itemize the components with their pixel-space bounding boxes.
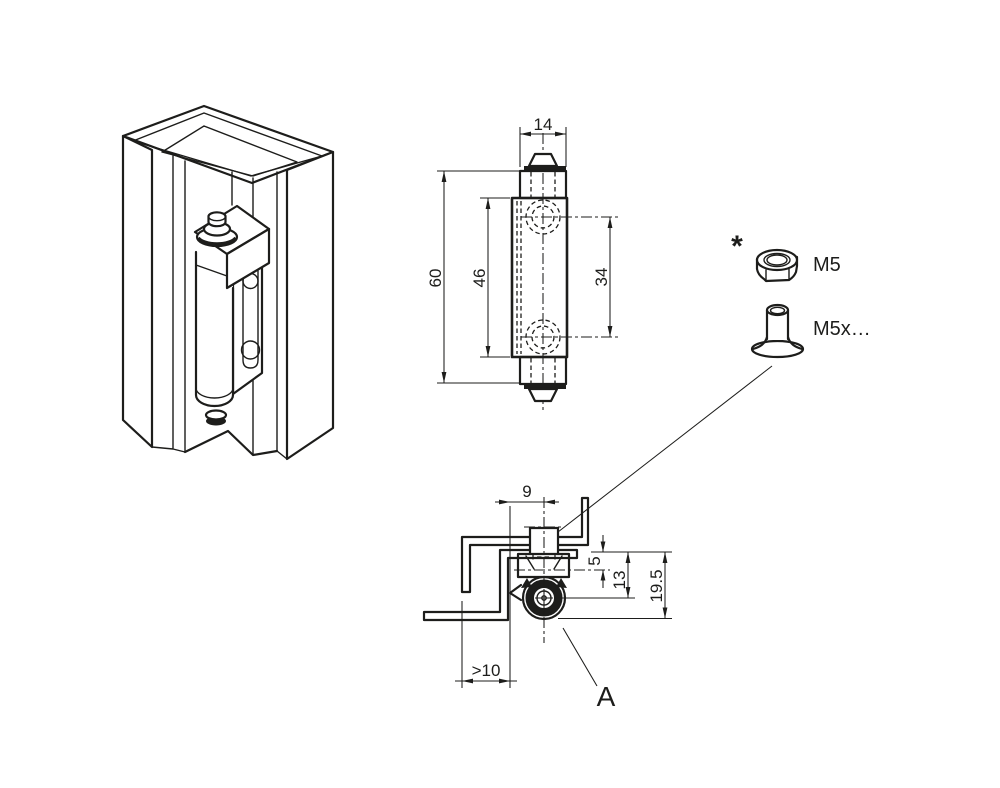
dim-overall-depth-label: 19.5 bbox=[647, 569, 666, 602]
dim-hole-spacing-34: 34 bbox=[592, 217, 613, 337]
profile-right-lip bbox=[231, 171, 278, 456]
hardware-callout: * M5 M5x… bbox=[557, 230, 871, 533]
dim-hole-spacing-label: 34 bbox=[592, 268, 611, 287]
door-sheet bbox=[422, 548, 579, 622]
hinge-barrel-seam bbox=[195, 264, 228, 277]
dim-overall-depth-19-5: 19.5 bbox=[647, 552, 668, 619]
front-bottom-block-bore bbox=[530, 358, 556, 383]
screw-label: M5x… bbox=[813, 318, 871, 340]
side-view: 9 5 13 19.5 >10 bbox=[422, 482, 672, 712]
front-top-washer bbox=[524, 166, 566, 171]
profile-right-lip-bottom bbox=[276, 450, 288, 460]
dim-pivot-offset-label: 9 bbox=[522, 482, 531, 501]
dim-body-height-46: 46 bbox=[470, 197, 510, 358]
dim-face-to-pivot-13: 13 bbox=[610, 552, 631, 598]
front-bottom-washer bbox=[524, 384, 566, 389]
front-body-fold-lines bbox=[516, 201, 522, 354]
knuckle-leaf-tip bbox=[508, 583, 523, 602]
dim-width-label: 14 bbox=[534, 115, 553, 134]
dim-face-to-pivot-label: 13 bbox=[610, 571, 629, 590]
front-top-block-bore bbox=[530, 172, 556, 197]
dim-pivot-offset-9: 9 bbox=[495, 482, 559, 688]
profile-right-wall bbox=[285, 150, 335, 461]
rivet-dome-top bbox=[207, 211, 227, 222]
knuckle-ear-left bbox=[521, 578, 532, 588]
dim-total-height-60: 60 bbox=[426, 170, 521, 384]
profile-top-opening bbox=[161, 125, 298, 177]
front-top-knob bbox=[527, 152, 559, 168]
front-bottom-knob bbox=[527, 387, 559, 403]
hinge-barrel-rim bbox=[195, 387, 234, 399]
dim-min-clearance-10: >10 bbox=[455, 601, 517, 688]
knuckle-ear-right bbox=[556, 578, 567, 588]
front-body bbox=[510, 196, 569, 359]
hinge-block-countersink bbox=[525, 555, 563, 570]
dim-total-height-label: 60 bbox=[426, 269, 445, 288]
asterisk-note: * bbox=[731, 230, 743, 263]
rivet-washer-shadow bbox=[196, 236, 238, 247]
hinge-block-bore bbox=[532, 555, 556, 561]
screw-drawing bbox=[750, 303, 805, 359]
front-view: 14 60 46 34 bbox=[426, 115, 618, 412]
dim-min-clearance-label: >10 bbox=[472, 661, 501, 680]
profile-left-wall bbox=[121, 134, 154, 449]
dim-width-14: 14 bbox=[519, 115, 567, 167]
nut-drawing bbox=[755, 248, 799, 283]
depth-ref-lines bbox=[558, 551, 672, 620]
screw-leader-line bbox=[557, 365, 773, 533]
profile-left-lip bbox=[151, 155, 186, 453]
dim-body-height-label: 46 bbox=[470, 269, 489, 288]
hinge-barrel-3d bbox=[194, 250, 235, 408]
barrel-bottom-nut bbox=[204, 409, 228, 421]
detail-a-label: A bbox=[597, 681, 616, 712]
hinge-barrel-fill bbox=[196, 250, 233, 406]
detail-a-leader bbox=[562, 627, 598, 687]
profile-bottom-notch bbox=[183, 429, 279, 457]
hinge-plate-hole-bottom bbox=[240, 340, 261, 360]
nut-label: M5 bbox=[813, 254, 841, 276]
isometric-view bbox=[121, 104, 335, 461]
dim-face-to-leaf-5: 5 bbox=[585, 535, 606, 588]
dim-face-to-leaf-label: 5 bbox=[585, 556, 604, 565]
